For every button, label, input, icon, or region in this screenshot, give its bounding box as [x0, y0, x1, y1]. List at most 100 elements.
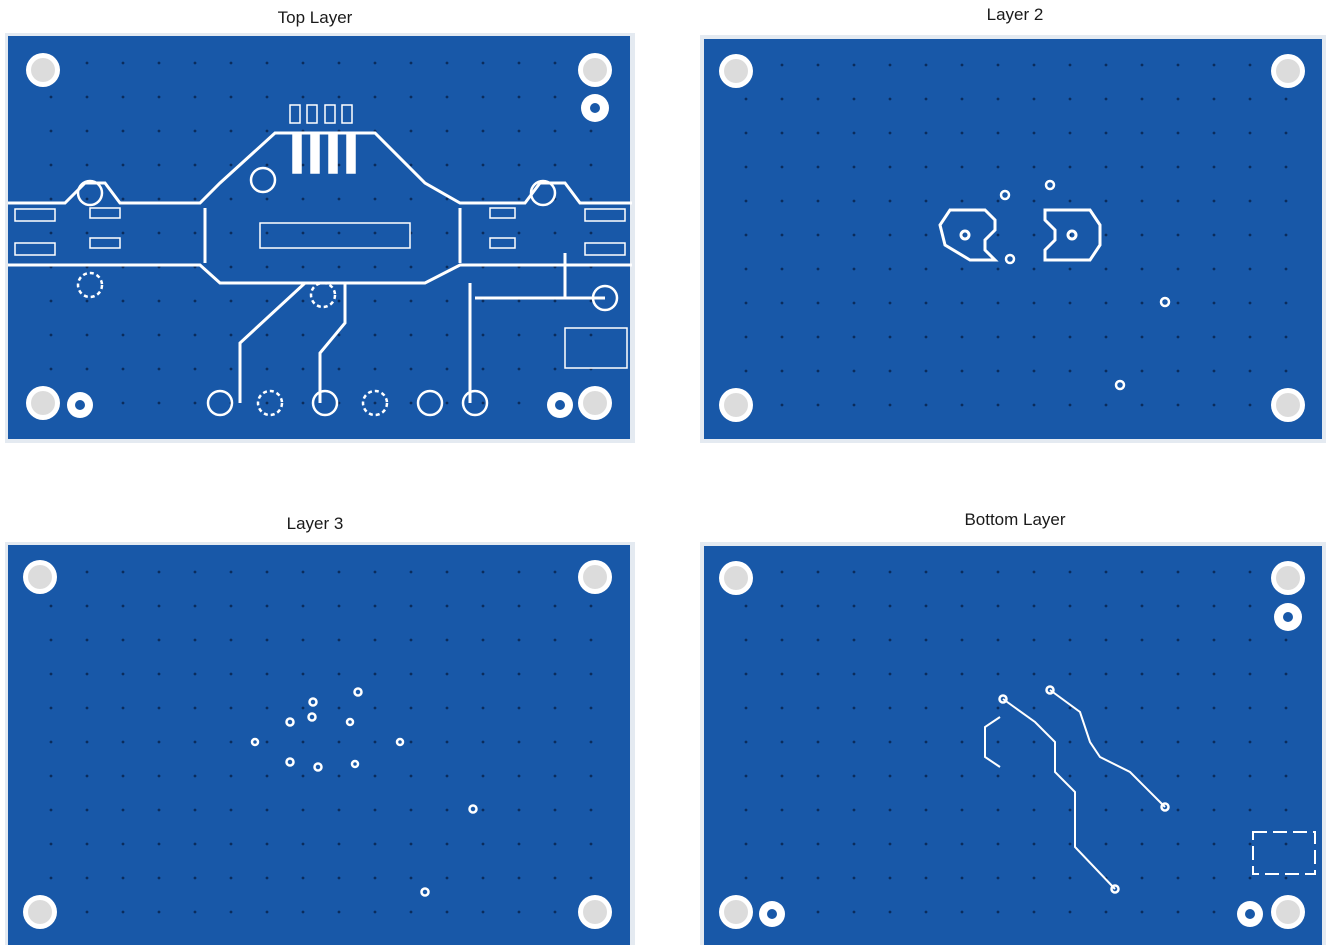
via-dot — [780, 604, 784, 608]
via-dot — [1176, 570, 1180, 574]
via-dot — [49, 842, 53, 846]
via-dot — [1140, 842, 1144, 846]
via-dot — [816, 301, 820, 305]
via-dot — [1212, 604, 1216, 608]
via-dot — [1068, 774, 1072, 778]
via-dot — [481, 910, 485, 914]
via-dot — [409, 367, 413, 371]
via-dot — [1032, 706, 1036, 710]
via-dot — [1284, 638, 1288, 642]
via-dot — [1176, 672, 1180, 676]
via-dot — [1140, 165, 1144, 169]
via-dot — [157, 401, 161, 405]
via-dot — [121, 672, 125, 676]
via-dot — [409, 876, 413, 880]
via-dot — [888, 369, 892, 373]
via-dot — [960, 63, 964, 67]
via-dot — [1176, 199, 1180, 203]
via-dot — [1248, 233, 1252, 237]
via-dot — [1068, 672, 1072, 676]
via-dot — [1212, 97, 1216, 101]
via-dot — [960, 740, 964, 744]
via-dot — [924, 706, 928, 710]
via-dot — [121, 638, 125, 642]
via-dot — [553, 876, 557, 880]
via-dot — [409, 333, 413, 337]
via-dot — [780, 267, 784, 271]
via-dot — [852, 842, 856, 846]
via-dot — [888, 910, 892, 914]
via-dot — [409, 638, 413, 642]
via-dot — [1032, 604, 1036, 608]
via-dot — [337, 638, 341, 642]
via-dot — [1104, 910, 1108, 914]
via-dot — [1140, 97, 1144, 101]
via-dot — [1212, 910, 1216, 914]
via-dot — [85, 163, 89, 167]
via-dot — [888, 604, 892, 608]
via-dot — [337, 774, 341, 778]
via-dot — [481, 163, 485, 167]
via-dot — [49, 638, 53, 642]
via-dot — [1140, 604, 1144, 608]
via-dot — [85, 706, 89, 710]
via-dot — [744, 335, 748, 339]
via-dot — [193, 774, 197, 778]
via-dot — [1104, 570, 1108, 574]
via-dot — [924, 165, 928, 169]
via-dot — [265, 842, 269, 846]
via-dot — [1284, 131, 1288, 135]
via-dot — [852, 706, 856, 710]
via-dot — [1104, 842, 1108, 846]
via-dot — [744, 267, 748, 271]
via-dot — [301, 231, 305, 235]
via-dot — [265, 638, 269, 642]
via-dot — [517, 367, 521, 371]
via-dot — [1284, 301, 1288, 305]
via-dot — [409, 706, 413, 710]
via-dot — [157, 876, 161, 880]
via-dot — [816, 199, 820, 203]
via-dot — [121, 367, 125, 371]
via-dot — [996, 842, 1000, 846]
via-dot — [409, 129, 413, 133]
via-dot — [1248, 604, 1252, 608]
via-dot — [49, 808, 53, 812]
via-dot — [816, 740, 820, 744]
via-dot — [1140, 570, 1144, 574]
via-dot — [1032, 403, 1036, 407]
via-dot — [85, 333, 89, 337]
via-dot — [589, 808, 593, 812]
via-dot — [301, 876, 305, 880]
via-dot — [265, 231, 269, 235]
via-dot — [1212, 369, 1216, 373]
via-dot — [229, 910, 233, 914]
via-dot — [816, 403, 820, 407]
via-dot — [960, 706, 964, 710]
via-dot — [1212, 165, 1216, 169]
via-dot — [193, 163, 197, 167]
via-dot — [852, 267, 856, 271]
via-dot — [373, 333, 377, 337]
via-dot — [1068, 301, 1072, 305]
via-dot — [852, 301, 856, 305]
via-dot — [373, 367, 377, 371]
via-dot — [780, 740, 784, 744]
via-dot — [816, 63, 820, 67]
via-dot — [481, 299, 485, 303]
via-dot — [744, 706, 748, 710]
via-dot — [373, 910, 377, 914]
isolated-vias — [999, 179, 1171, 391]
via-dot — [1032, 876, 1036, 880]
via-dot — [409, 570, 413, 574]
via-dot — [229, 367, 233, 371]
via-dot — [924, 876, 928, 880]
via-dot — [589, 672, 593, 676]
via-dot — [193, 231, 197, 235]
via-dot — [265, 808, 269, 812]
via-dot — [960, 335, 964, 339]
via-dot — [517, 95, 521, 99]
via-dot — [121, 95, 125, 99]
via-dot — [445, 299, 449, 303]
via-dot — [121, 842, 125, 846]
